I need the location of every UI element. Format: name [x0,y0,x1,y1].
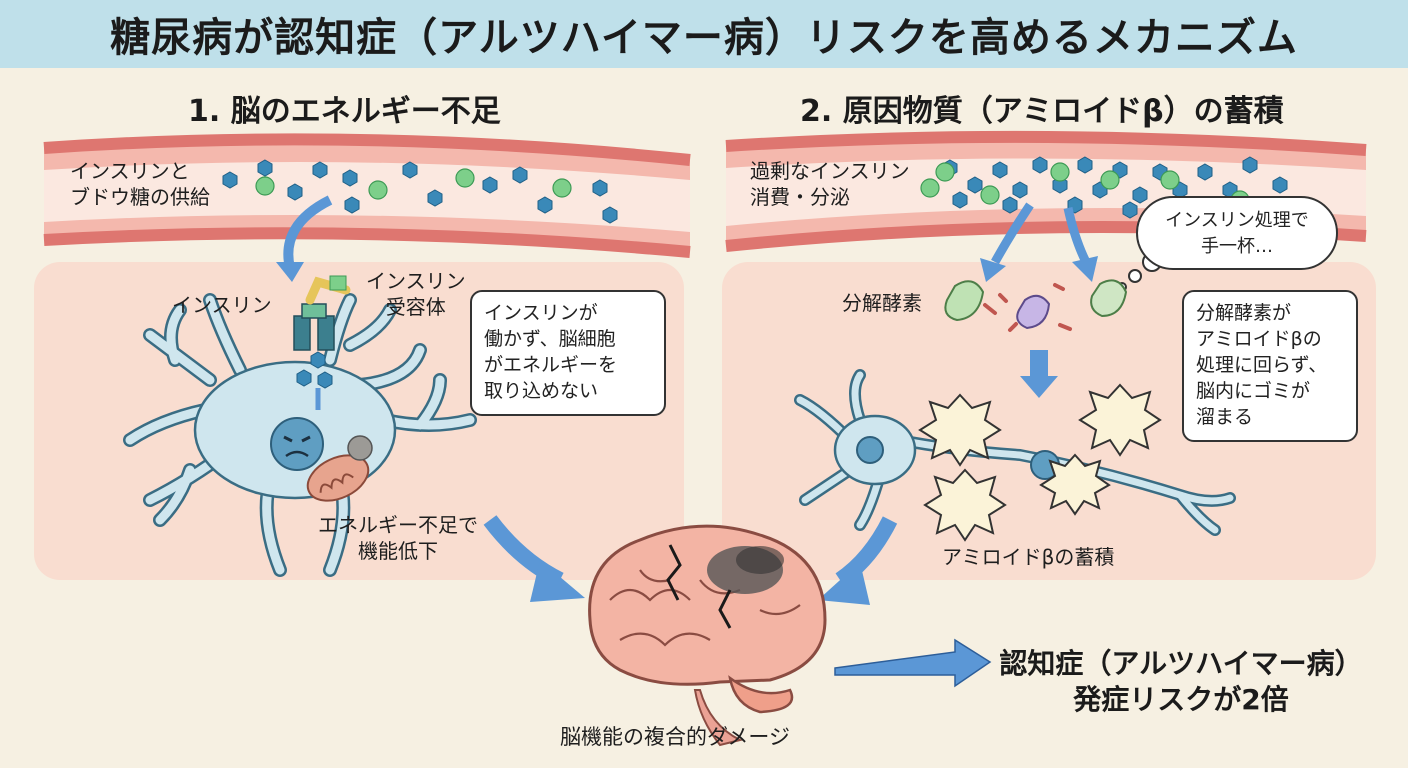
section1-heading: 1. 脳のエネルギー不足 [188,94,501,129]
mitochondria [306,435,373,502]
enzyme-label: 分解酵素 [842,291,922,315]
result-arrow [834,638,992,688]
section1-callout-line1: インスリンが [484,302,598,324]
section2-vessel-label: 過剰なインスリン 消費・分泌 [750,158,910,210]
arrowhead-to-brain-right [818,562,870,605]
arrowhead-to-brain-left [530,560,585,602]
insulin-label: インスリン [172,293,272,317]
title-bar: 糖尿病が認知症（アルツハイマー病）リスクを高めるメカニズム [0,0,1408,68]
section2-callout: 分解酵素が アミロイドβの 処理に回らず、 脳内にゴミが 溜まる [1182,290,1358,442]
receptor-label-line2: 受容体 [385,295,446,319]
section2-callout-line5: 溜まる [1196,406,1254,428]
result-line1: 認知症（アルツハイマー病） [999,647,1363,680]
insulin-receptor [293,303,335,351]
blood-vessel-left [43,133,691,258]
page-title: 糖尿病が認知症（アルツハイマー病）リスクを高めるメカニズム [110,15,1298,61]
enzyme-characters [944,279,1128,332]
section1-callout-line2: 働かず、脳細胞 [484,328,616,350]
arrow-to-brain-right [835,516,898,587]
supply-arrowhead [276,262,304,282]
section1-vessel-label: インスリンと ブドウ糖の供給 [70,158,210,210]
enzyme-arrow-right [1063,207,1091,265]
receptor-label: インスリン 受容体 [366,268,466,320]
section2-vessel-label-line1: 過剰なインスリン [750,159,910,183]
section1-callout: インスリンが 働かず、脳細胞 がエネルギーを 取り込めない [470,290,666,416]
section2-callout-line1: 分解酵素が [1196,302,1292,324]
thought-line1: インスリン処理で [1165,210,1309,231]
thought-line2: 手一杯… [1201,236,1273,257]
insulin-molecule-key [305,275,351,305]
result-line2: 発症リスクが2倍 [1073,683,1289,716]
enzyme-arrow-left [991,202,1034,265]
receptor-label-line1: インスリン [366,269,466,293]
section2-callout-line2: アミロイドβの [1196,328,1322,350]
brain-caption: 脳機能の複合的ダメージ [560,725,790,749]
section2-vessel-label-line2: 消費・分泌 [750,185,850,209]
section1-caption-line1: エネルギー不足で [318,513,478,537]
amyloid-plaques [918,383,1162,542]
accumulation-arrowhead [1020,376,1058,398]
thought-bubble: インスリン処理で 手一杯… [1136,196,1338,270]
section1-callout-line4: 取り込めない [484,380,599,402]
accumulation-arrow-shaft [1030,350,1048,378]
brain-illustration [588,524,827,747]
section1-caption-line2: 機能低下 [358,539,438,563]
enzyme-arrowhead-right [1072,256,1098,282]
blocked-glucose [296,351,333,410]
result-text: 認知症（アルツハイマー病） 発症リスクが2倍 [996,646,1366,718]
section1-callout-line3: がエネルギーを [484,354,618,376]
neuron-right [794,369,1236,536]
section1-caption: エネルギー不足で 機能低下 [318,512,478,564]
section1-vessel-label-line1: インスリンと [70,159,190,183]
section2-callout-line3: 処理に回らず、 [1196,354,1328,376]
section2-heading: 2. 原因物質（アミロイドβ）の蓄積 [800,94,1284,129]
section2-caption: アミロイドβの蓄積 [942,545,1115,569]
supply-arrow [283,195,333,270]
section2-callout-line4: 脳内にゴミが [1196,380,1311,402]
section1-vessel-label-line2: ブドウ糖の供給 [70,185,210,209]
enzyme-arrowhead-left [980,258,1006,282]
sad-nucleus [270,417,324,471]
